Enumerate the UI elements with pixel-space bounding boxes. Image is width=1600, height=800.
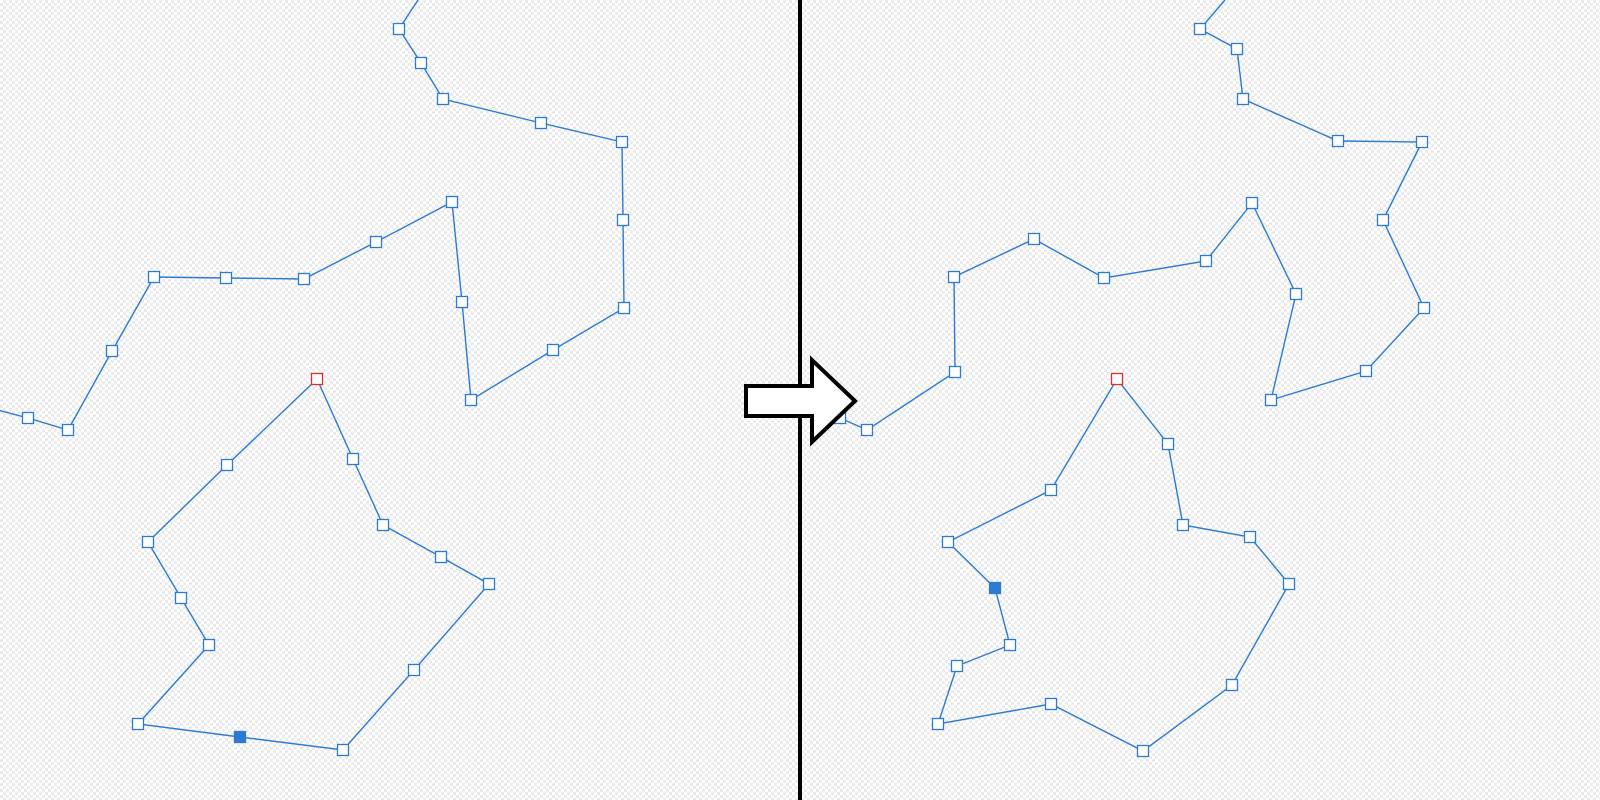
- after-inner-path-line[interactable]: [936, 378, 1290, 752]
- after-inner-anchor-node[interactable]: [950, 659, 964, 673]
- after-outer-anchor-node[interactable]: [948, 365, 962, 379]
- before-outer-anchor-node[interactable]: [297, 272, 311, 286]
- before-inner-anchor-node[interactable]: [434, 550, 448, 564]
- before-inner-anchor-node[interactable]: [220, 458, 234, 472]
- before-outer-anchor-node[interactable]: [21, 411, 35, 425]
- before-outer-anchor-node[interactable]: [105, 344, 119, 358]
- after-inner-anchor-node[interactable]: [931, 717, 945, 731]
- after-inner-selected-node[interactable]: [988, 581, 1002, 595]
- before-outer-path-line[interactable]: [0, 0, 625, 431]
- before-inner-anchor-node[interactable]: [174, 591, 188, 605]
- after-outer-anchor-node[interactable]: [860, 423, 874, 437]
- before-outer-anchor-node[interactable]: [147, 270, 161, 284]
- after-outer-anchor-node[interactable]: [1245, 196, 1259, 210]
- before-outer-anchor-node[interactable]: [436, 92, 450, 106]
- after-outer-anchor-node[interactable]: [1193, 22, 1207, 36]
- after-outer-anchor-node[interactable]: [1097, 271, 1111, 285]
- before-outer-anchor-node[interactable]: [464, 393, 478, 407]
- after-inner-anchor-node[interactable]: [1176, 518, 1190, 532]
- after-inner-anchor-node[interactable]: [1282, 577, 1296, 591]
- before-inner-anchor-node[interactable]: [202, 638, 216, 652]
- after-outer-anchor-node[interactable]: [1359, 364, 1373, 378]
- before-inner-anchor-node[interactable]: [346, 452, 360, 466]
- after-outer-anchor-node[interactable]: [1236, 92, 1250, 106]
- before-inner-anchor-node[interactable]: [376, 518, 390, 532]
- before-outer-anchor-node[interactable]: [392, 22, 406, 36]
- after-inner-anchor-node[interactable]: [1225, 678, 1239, 692]
- before-outer-anchor-node[interactable]: [615, 135, 629, 149]
- after-inner-anchor-node[interactable]: [1003, 638, 1017, 652]
- before-inner-path-line[interactable]: [136, 378, 491, 751]
- after-outer-anchor-node[interactable]: [1289, 287, 1303, 301]
- before-outer-anchor-node[interactable]: [617, 301, 631, 315]
- after-panel: [833, 0, 1431, 758]
- before-outer-anchor-node[interactable]: [616, 213, 630, 227]
- before-inner-anchor-node[interactable]: [141, 535, 155, 549]
- before-inner-anchor-node[interactable]: [131, 717, 145, 731]
- after-inner-anchor-node[interactable]: [1243, 530, 1257, 544]
- before-inner-start-node[interactable]: [310, 372, 324, 386]
- before-inner-anchor-node[interactable]: [407, 663, 421, 677]
- before-inner-anchor-node[interactable]: [336, 743, 350, 757]
- before-outer-anchor-node[interactable]: [61, 423, 75, 437]
- before-panel: [0, 0, 631, 757]
- after-outer-path-line[interactable]: [839, 0, 1425, 431]
- before-outer-anchor-node[interactable]: [534, 116, 548, 130]
- after-outer-anchor-node[interactable]: [1027, 232, 1041, 246]
- before-outer-anchor-node[interactable]: [369, 235, 383, 249]
- after-inner-anchor-node[interactable]: [1161, 437, 1175, 451]
- after-inner-anchor-node[interactable]: [941, 535, 955, 549]
- after-inner-start-node[interactable]: [1110, 372, 1124, 386]
- before-outer-anchor-node[interactable]: [455, 295, 469, 309]
- before-outer-anchor-node[interactable]: [219, 271, 233, 285]
- before-outer-anchor-node[interactable]: [546, 343, 560, 357]
- before-outer-anchor-node[interactable]: [445, 195, 459, 209]
- after-outer-anchor-node[interactable]: [1376, 213, 1390, 227]
- right-arrow-icon: [744, 355, 858, 447]
- before-outer-anchor-node[interactable]: [414, 56, 428, 70]
- after-outer-anchor-node[interactable]: [1415, 135, 1429, 149]
- after-outer-anchor-node[interactable]: [1230, 42, 1244, 56]
- after-outer-anchor-node[interactable]: [1264, 393, 1278, 407]
- before-inner-anchor-node[interactable]: [482, 577, 496, 591]
- after-inner-anchor-node[interactable]: [1044, 697, 1058, 711]
- after-outer-anchor-node[interactable]: [947, 270, 961, 284]
- after-inner-anchor-node[interactable]: [1044, 483, 1058, 497]
- after-outer-anchor-node[interactable]: [1199, 254, 1213, 268]
- after-outer-anchor-node[interactable]: [1417, 301, 1431, 315]
- after-inner-anchor-node[interactable]: [1136, 744, 1150, 758]
- before-inner-selected-node[interactable]: [233, 730, 247, 744]
- after-outer-anchor-node[interactable]: [1331, 134, 1345, 148]
